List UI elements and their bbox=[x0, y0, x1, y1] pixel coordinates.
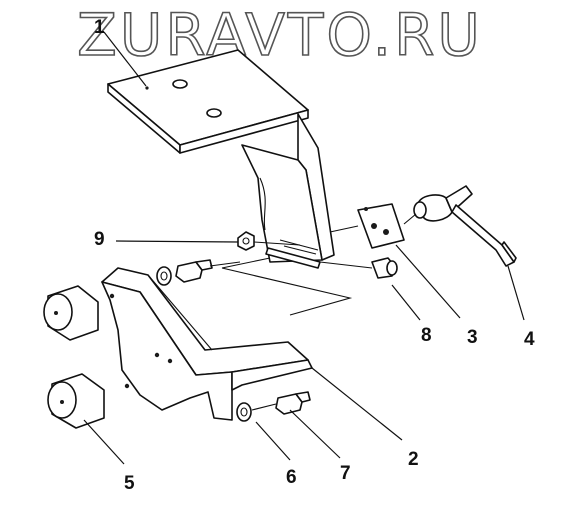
callout-7: 7 bbox=[340, 463, 351, 484]
part-3-plate bbox=[357, 203, 405, 249]
callout-1: 1 bbox=[94, 17, 105, 38]
part-2-lower-bracket bbox=[101, 267, 313, 421]
part-6-washers bbox=[156, 266, 252, 422]
part-8-screw bbox=[371, 257, 398, 279]
part-4-lever bbox=[413, 185, 517, 267]
leader-lines bbox=[83, 31, 525, 465]
callout-6: 6 bbox=[286, 467, 297, 488]
callout-2: 2 bbox=[408, 449, 419, 470]
part-7-bolts bbox=[175, 259, 311, 415]
watermark-text: ZURAVTO.RU bbox=[76, 1, 483, 69]
callout-5: 5 bbox=[124, 473, 135, 494]
callout-9: 9 bbox=[94, 229, 105, 250]
callout-8: 8 bbox=[421, 325, 432, 346]
assembly-axis-lines bbox=[209, 213, 417, 411]
callout-4: 4 bbox=[524, 329, 535, 350]
part-9-nut bbox=[237, 231, 255, 251]
part-5-bushings bbox=[43, 285, 105, 429]
part-1-upper-bracket bbox=[107, 49, 335, 269]
callout-3: 3 bbox=[467, 327, 478, 348]
